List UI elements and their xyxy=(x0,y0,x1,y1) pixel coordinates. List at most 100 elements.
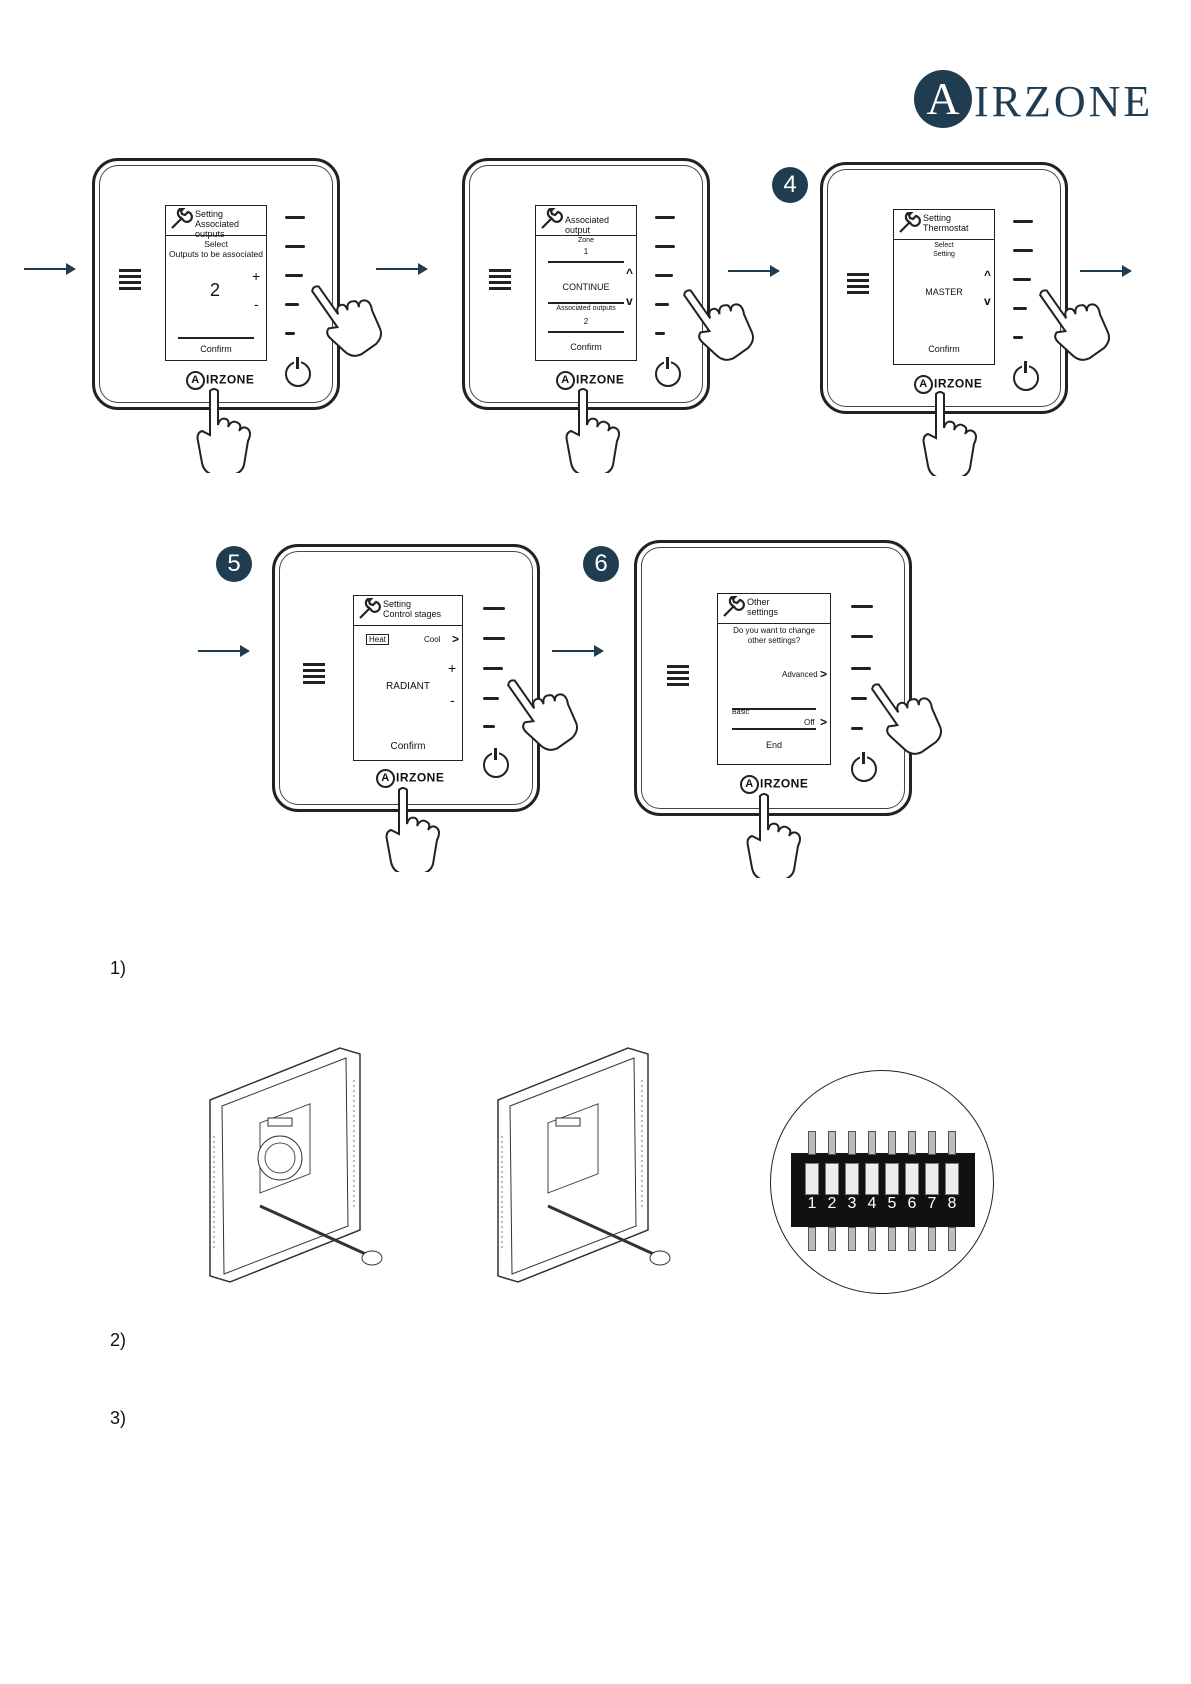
chevron-right-icon[interactable]: > xyxy=(820,667,828,681)
list-marker-1: 1) xyxy=(110,958,127,978)
screen-text: Setting xyxy=(933,251,955,258)
screen-header-text: Associated output xyxy=(565,215,610,235)
minus-label: - xyxy=(254,296,259,312)
arrow-right-icon xyxy=(728,265,780,277)
basic-label: Basic xyxy=(732,709,750,716)
screen-header-text: Other settings xyxy=(747,597,779,617)
continue-label: CONTINUE xyxy=(562,282,610,292)
arrow-right-icon xyxy=(198,645,250,657)
power-icon[interactable] xyxy=(1013,361,1039,391)
side-button[interactable] xyxy=(851,697,867,700)
side-button[interactable] xyxy=(1013,278,1031,281)
outputs-value: 2 xyxy=(583,317,589,326)
side-button[interactable] xyxy=(851,605,873,608)
logo-circle: A xyxy=(914,70,972,128)
side-button[interactable] xyxy=(851,667,871,670)
value-display: MASTER xyxy=(925,287,963,297)
power-icon[interactable] xyxy=(655,357,681,387)
side-button[interactable] xyxy=(285,216,305,219)
menu-icon[interactable] xyxy=(303,663,325,685)
dip-pin xyxy=(928,1131,936,1155)
advanced-option[interactable]: Advanced xyxy=(782,670,818,679)
dip-number-label: 4 xyxy=(867,1195,877,1212)
chevron-right-icon[interactable]: > xyxy=(820,715,828,729)
step-number-badge: 4 xyxy=(772,167,808,203)
pointing-hand-icon xyxy=(871,683,943,755)
side-button[interactable] xyxy=(1013,220,1033,223)
step-number-badge: 5 xyxy=(216,546,252,582)
pointing-hand-icon xyxy=(196,388,251,473)
side-button[interactable] xyxy=(655,303,669,306)
dip-switch-key[interactable] xyxy=(925,1163,939,1195)
dip-number-label: 2 xyxy=(827,1195,837,1212)
confirm-label: Confirm xyxy=(200,344,232,354)
chevron-up-icon[interactable]: ^ xyxy=(626,266,634,280)
chevron-right-icon[interactable]: > xyxy=(452,632,460,646)
chevron-down-icon[interactable]: v xyxy=(626,294,633,308)
plus-label: + xyxy=(448,660,457,676)
side-button[interactable] xyxy=(483,697,499,700)
pointing-hand-icon xyxy=(565,388,620,473)
chevron-up-icon[interactable]: ^ xyxy=(984,268,992,282)
value-display: 2 xyxy=(210,280,221,300)
thermostat-device: Associated output Zone 1 ^ CONTINUE v As… xyxy=(462,158,710,410)
side-button[interactable] xyxy=(483,607,505,610)
cool-option[interactable]: Cool xyxy=(424,635,441,644)
arrow-right-icon xyxy=(376,263,428,275)
side-button[interactable] xyxy=(851,635,873,638)
dip-switch-key[interactable] xyxy=(905,1163,919,1195)
off-option[interactable]: Off xyxy=(804,718,815,727)
dip-switch-key[interactable] xyxy=(865,1163,879,1195)
wrench-icon xyxy=(171,208,193,229)
side-button[interactable] xyxy=(851,727,863,730)
side-button[interactable] xyxy=(655,274,673,277)
side-button[interactable] xyxy=(285,303,299,306)
dip-switch-key[interactable] xyxy=(805,1163,819,1195)
side-button[interactable] xyxy=(655,216,675,219)
side-button[interactable] xyxy=(285,332,295,335)
dip-number-label: 3 xyxy=(847,1195,857,1212)
dip-pin xyxy=(908,1131,916,1155)
outputs-label: Associated outputs xyxy=(556,305,616,312)
pointing-hand-icon xyxy=(683,289,755,361)
list-marker-2: 2) xyxy=(110,1330,127,1350)
menu-icon[interactable] xyxy=(847,273,869,295)
side-button[interactable] xyxy=(483,637,505,640)
wrench-icon xyxy=(723,596,745,617)
chevron-down-icon[interactable]: v xyxy=(984,294,991,308)
power-icon[interactable] xyxy=(285,357,311,387)
side-button[interactable] xyxy=(483,667,503,670)
side-button[interactable] xyxy=(285,274,303,277)
screen-header: Setting Associated outputs xyxy=(166,206,266,239)
side-button[interactable] xyxy=(1013,249,1033,252)
power-icon[interactable] xyxy=(483,748,509,778)
menu-icon[interactable] xyxy=(667,665,689,687)
side-button[interactable] xyxy=(1013,336,1023,339)
side-button[interactable] xyxy=(285,245,305,248)
dip-switch-key[interactable] xyxy=(945,1163,959,1195)
power-icon[interactable] xyxy=(851,752,877,782)
dip-number-label: 7 xyxy=(927,1195,937,1212)
side-button[interactable] xyxy=(483,725,495,728)
heat-option[interactable]: Heat xyxy=(366,634,389,645)
thermostat-device: Other settings Do you want to change oth… xyxy=(634,540,912,816)
zone-label: Zone xyxy=(578,237,594,244)
device-screen: Setting Thermostat Select Setting ^ MAST… xyxy=(893,209,995,365)
dip-switch-key[interactable] xyxy=(845,1163,859,1195)
device-screen: Setting Associated outputs Select Output… xyxy=(165,205,267,361)
side-button[interactable] xyxy=(1013,307,1027,310)
confirm-label: Confirm xyxy=(570,342,602,352)
dip-pin xyxy=(848,1227,856,1251)
menu-icon[interactable] xyxy=(489,269,511,291)
menu-icon[interactable] xyxy=(119,269,141,291)
list-marker-3: 3) xyxy=(110,1408,127,1428)
zone-value: 1 xyxy=(583,247,589,256)
side-button[interactable] xyxy=(655,332,665,335)
dip-switch-key[interactable] xyxy=(825,1163,839,1195)
side-button[interactable] xyxy=(655,245,675,248)
plus-label: + xyxy=(252,268,261,284)
dip-switch-key[interactable] xyxy=(885,1163,899,1195)
